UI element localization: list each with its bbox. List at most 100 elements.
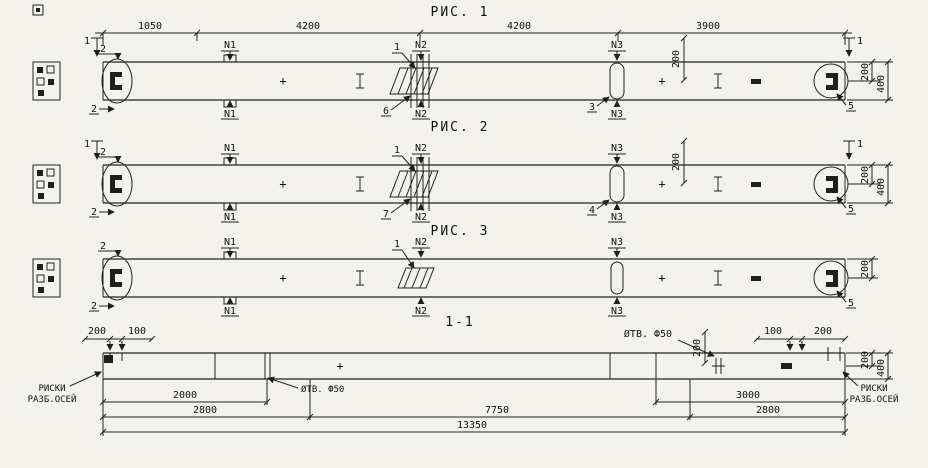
insert-mark-n3-bottom: N3: [611, 109, 623, 120]
dim-200-right: 200: [860, 260, 871, 278]
insert-mark-n3-top: N3: [611, 143, 623, 154]
dim-400-vertical: 400: [876, 359, 887, 377]
dim-200-top-right: 200: [814, 326, 832, 337]
figure-2: РИС. 2 1 1: [32, 120, 893, 223]
dim-13350: 13350: [457, 420, 487, 431]
embed-mark: [751, 276, 761, 281]
axis-marks-left-line1: РИСКИ: [38, 384, 65, 394]
embed-mark: [751, 79, 761, 84]
figure-2-cross-section-icon: [32, 164, 61, 204]
figure-3-beam: + +: [101, 251, 849, 305]
insert-mark-n3-bottom: N3: [611, 212, 623, 223]
insert-mark-n2-bottom: N2: [415, 306, 427, 317]
joint-detail-hatched: [389, 170, 439, 198]
insert-mark-n3-top: N3: [611, 40, 623, 51]
insert-mark-n2-top: N2: [415, 237, 427, 248]
end-insert-left: [110, 269, 122, 287]
figure-1-top-dimensions: 1050 4200 4200 3900: [95, 21, 852, 45]
insert-mark-n3-top: N3: [611, 237, 623, 248]
hole-label-top: ØТВ. Ф50: [624, 328, 672, 340]
pos-5-label: 5: [848, 204, 854, 215]
insert-mark-n1-top: N1: [224, 40, 236, 51]
insert-mark-n1-bottom: N1: [224, 306, 236, 317]
end-insert-left: [110, 72, 122, 90]
dim-400-right: 400: [876, 75, 887, 93]
detail-1-label: 1: [394, 42, 400, 53]
embed-mark: [781, 363, 792, 369]
cut-label-right: 1: [857, 36, 863, 47]
pos-5-label: 5: [848, 101, 854, 112]
figure-1-beam: + +: [101, 54, 849, 108]
pos-6-label: 6: [383, 106, 389, 117]
figure-1-cross-section-icon: [32, 61, 61, 101]
end-detail-oval: [101, 161, 133, 207]
center-mark: +: [279, 271, 286, 285]
end-detail-circle: [813, 63, 849, 99]
section-1-1: 1-1 200 100 100 200 ØТВ. Ф50 20: [28, 315, 899, 436]
center-mark: +: [279, 177, 286, 191]
joint-detail-hatched: [389, 67, 439, 95]
section-right-dimensions: 200 400: [846, 349, 893, 383]
figure-2-labels: 2 2 N1 N1 1 N2 N2 7 N3: [89, 137, 893, 223]
dim-2000: 2000: [173, 390, 197, 401]
joint-detail-hatched: [397, 267, 435, 289]
center-mark: +: [658, 271, 665, 285]
figure-1-title: РИС. 1: [431, 5, 490, 20]
dim-span-3900: 3900: [696, 21, 720, 32]
end-detail-circle: [813, 166, 849, 202]
axis-marks-right-line1: РИСКИ: [860, 384, 887, 394]
section-beam: +: [102, 352, 846, 380]
insert-mark-n3-bottom: N3: [611, 306, 623, 317]
insert-mark-n2-top: N2: [415, 143, 427, 154]
section-top-right-dimensions: 100 200: [753, 326, 849, 361]
dim-200-right: 200: [860, 63, 871, 81]
axis-marks-right-line2: РАЗБ.ОСЕЙ: [850, 393, 899, 405]
figure-2-beam: + +: [101, 157, 849, 211]
figure-3-cross-section-icon: [32, 258, 61, 298]
insert-mark-n1-top: N1: [224, 237, 236, 248]
dim-200-right: 200: [860, 166, 871, 184]
insert-mark-n2-bottom: N2: [415, 109, 427, 120]
pos-3-label: 3: [589, 102, 595, 113]
dim-span-4200a: 4200: [296, 21, 320, 32]
cut-label-right: 1: [857, 139, 863, 150]
detail-1-label: 1: [394, 239, 400, 250]
cut-label-left: 1: [84, 139, 90, 150]
dim-200-mid: 200: [671, 153, 682, 171]
dim-span-4200b: 4200: [507, 21, 531, 32]
figure-2-cut-markers: 1 1: [84, 139, 863, 160]
insert-mark-n1-top: N1: [224, 143, 236, 154]
axis-marks-left-line2: РАЗБ.ОСЕЙ: [28, 393, 77, 405]
pos-2-top: 2: [100, 44, 106, 55]
center-mark: +: [336, 359, 343, 373]
hole-stadium: [610, 261, 624, 295]
axis-mark-glyph-left: [104, 355, 113, 363]
corner-stamp: [32, 4, 44, 16]
pos-2-top: 2: [100, 241, 106, 252]
section-hole-bottom-callout: ØТВ. Ф50: [267, 376, 344, 395]
end-insert-right: [826, 73, 838, 90]
figure-3-labels: 2 2 N1 N1 1 N2 N2 N3 N3: [89, 237, 878, 317]
figure-1-labels: 2 2 N1 N1 1 N2 N2 6 N3: [89, 34, 893, 120]
dim-200-hole: 200: [692, 339, 703, 357]
figure-2-title: РИС. 2: [431, 120, 490, 135]
end-insert-right: [826, 270, 838, 287]
pos-2-top: 2: [100, 147, 106, 158]
dim-7750: 7750: [485, 405, 509, 416]
end-insert-right: [826, 176, 838, 193]
hole-stadium: [609, 165, 625, 203]
dim-200-top-left: 200: [88, 326, 106, 337]
pos-4-label: 4: [589, 205, 595, 216]
center-mark: +: [658, 74, 665, 88]
dim-100-top-left: 100: [128, 326, 146, 337]
dim-2800-left: 2800: [193, 405, 217, 416]
insert-mark-n1-bottom: N1: [224, 212, 236, 223]
figure-3-title: РИС. 3: [431, 224, 490, 239]
axis-marks-note-left: РИСКИ РАЗБ.ОСЕЙ: [28, 371, 102, 405]
embed-mark: [751, 182, 761, 187]
section-title: 1-1: [445, 315, 474, 330]
pos-7-label: 7: [383, 209, 389, 220]
end-detail-oval: [101, 58, 133, 104]
center-mark: +: [658, 177, 665, 191]
